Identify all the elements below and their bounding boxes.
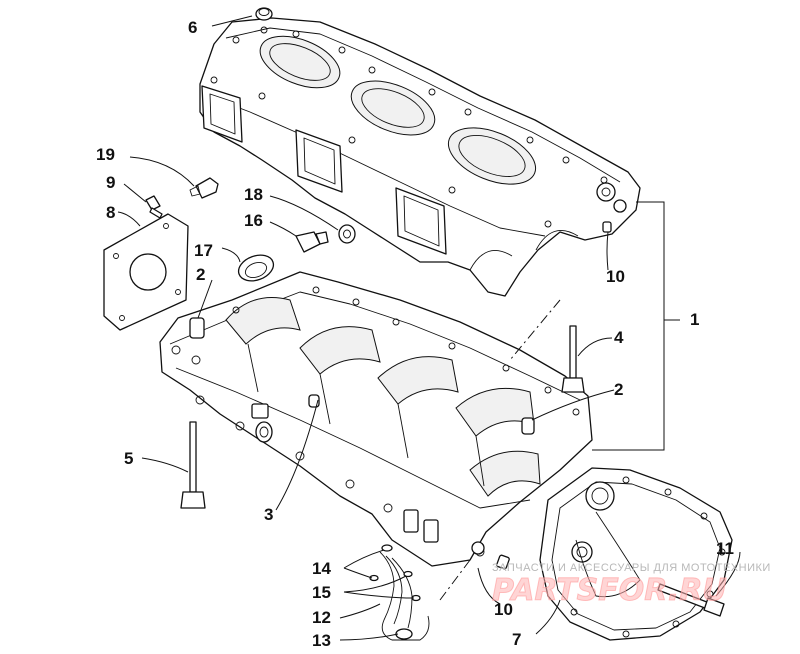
leader-lines [117,15,741,641]
callout-13: 13 [312,631,331,650]
callout-12: 12 [312,608,331,627]
callout-10-lower: 10 [494,600,513,619]
dowel-pin-2-left [189,317,205,339]
washer-18 [338,224,356,244]
plug-6 [255,7,273,21]
cover-plate-8 [103,213,189,331]
callout-17: 17 [194,241,213,260]
callout-16: 16 [244,211,263,230]
callout-7: 7 [512,630,521,649]
fitting-19 [189,177,219,199]
wiring-and-clips [369,544,430,641]
upper-crankcase [199,17,641,297]
callout-5: 5 [124,449,133,468]
callout-6: 6 [188,18,197,37]
lower-crankcase [159,271,593,570]
screw-11 [657,583,725,617]
callout-18: 18 [244,185,263,204]
callout-19: 19 [96,145,115,164]
callout-3: 3 [264,505,273,524]
watermark-tagline: ЗАПЧАСТИ И АКСЕССУАРЫ ДЛЯ МОТОТЕХНИКИ [492,562,771,574]
bolt-5 [180,421,206,509]
callout-10-upper: 10 [606,267,625,286]
watermark: ЗАПЧАСТИ И АКСЕССУАРЫ ДЛЯ МОТОТЕХНИКИ PA… [492,562,771,609]
oil-seal-17 [237,254,275,282]
callout-2-right: 2 [614,380,623,399]
callout-2-left: 2 [196,265,205,284]
callout-8: 8 [106,203,115,222]
watermark-brand: PARTSFOR.RU [492,573,727,608]
callout-9: 9 [106,173,115,192]
callout-11: 11 [716,539,734,558]
drain-plug-16 [295,231,329,253]
callout-14: 14 [312,559,331,578]
callout-15: 15 [312,583,331,602]
screw-9 [145,195,163,219]
callout-4: 4 [614,328,624,347]
callout-1: 1 [690,310,699,329]
magneto-cover [539,467,733,641]
bolt-4 [561,325,585,393]
